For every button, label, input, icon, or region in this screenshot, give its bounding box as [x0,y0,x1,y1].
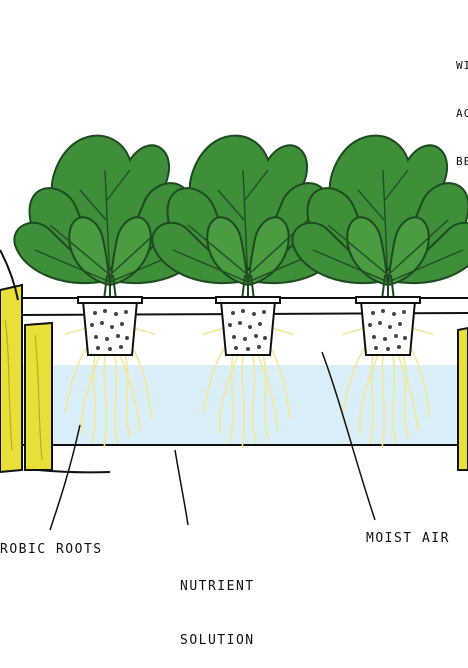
hydroponic-diagram [0,0,468,598]
nutrient-label-line-2: SOLUTION [180,632,255,650]
moist-air-label: MOIST AIR [366,530,450,548]
nutrient-label-line-1: NUTRIENT [180,578,255,596]
corner-note: WI AC BE [456,26,468,186]
corner-note-line-1: WI [456,58,468,74]
corner-note-line-3: BE [456,154,468,170]
corner-note-line-2: AC [456,106,468,122]
nutrient-solution-label: NUTRIENT SOLUTION [180,542,255,668]
roots-label: ROBIC ROOTS [0,541,103,559]
plant-icon [292,136,468,300]
